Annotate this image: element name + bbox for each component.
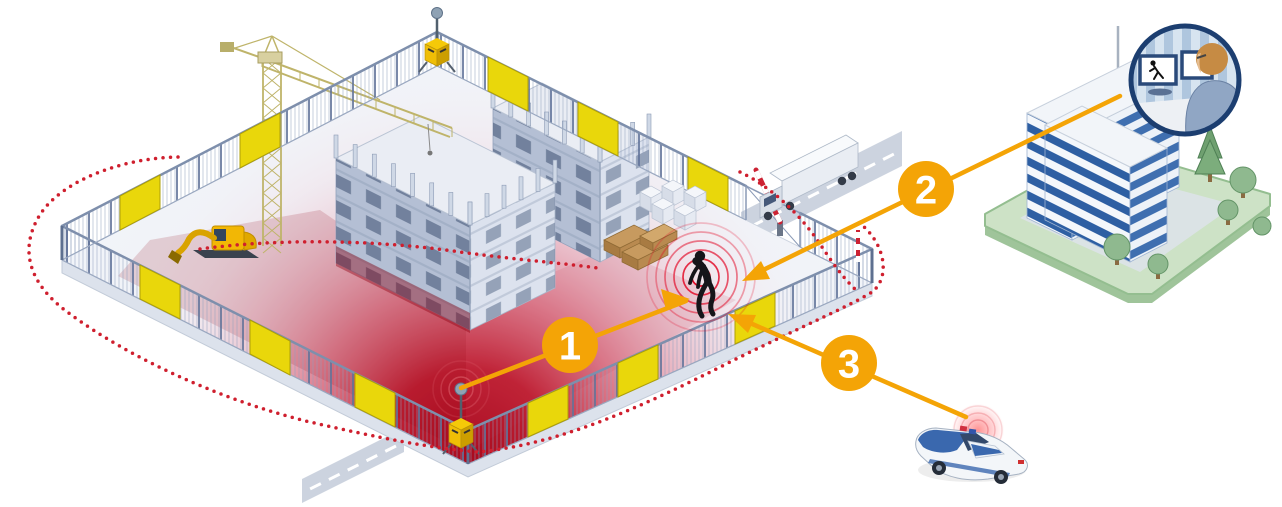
red-zone-on-facade bbox=[336, 246, 470, 333]
detection-range-arcs bbox=[27, 155, 885, 454]
arrowhead-2 bbox=[742, 261, 770, 281]
callout-2-badge: 2 bbox=[898, 161, 954, 217]
callout-3-badge: 3 bbox=[821, 335, 877, 391]
trees bbox=[1103, 124, 1272, 279]
surveillance-sensor-top bbox=[418, 7, 456, 73]
delivery-truck bbox=[759, 134, 859, 221]
crane-hook bbox=[427, 150, 433, 156]
arrowhead-3 bbox=[728, 314, 756, 333]
callout-1-number: 1 bbox=[559, 324, 581, 368]
operator-inset bbox=[1128, 23, 1242, 137]
arrowhead-1 bbox=[661, 289, 690, 310]
police-car bbox=[915, 404, 1028, 484]
callout-1-badge: 1 bbox=[542, 317, 598, 373]
glasses bbox=[1196, 54, 1207, 59]
callout-2-number: 2 bbox=[915, 168, 937, 212]
material-pallets bbox=[639, 179, 707, 231]
callout-3-number: 3 bbox=[838, 342, 860, 386]
monitoring-center bbox=[984, 26, 1272, 303]
access-road-south bbox=[302, 428, 404, 503]
lumber-stacks bbox=[603, 223, 678, 271]
intruder-on-screen bbox=[1149, 60, 1164, 80]
perimeter-fence bbox=[60, 30, 874, 465]
fence-yellow-panels bbox=[119, 56, 776, 438]
intruder bbox=[688, 250, 716, 319]
